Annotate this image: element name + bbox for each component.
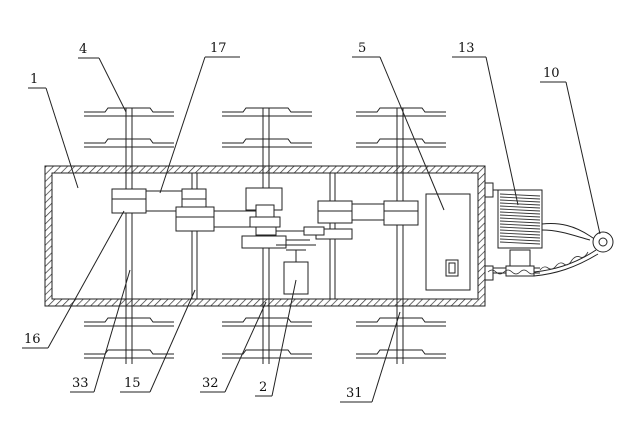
label-13: 13 — [458, 41, 475, 56]
belt-right-lower — [241, 226, 353, 249]
winch-drum-13 — [497, 189, 543, 277]
label-1: 1 — [30, 72, 38, 87]
tines-shaft-33 — [84, 107, 174, 359]
label-31: 31 — [346, 386, 363, 401]
label-10: 10 — [543, 66, 560, 81]
shaft-33 — [125, 108, 133, 364]
label-4: 4 — [79, 42, 87, 57]
belt-right-upper — [317, 200, 419, 226]
central-gearbox — [245, 187, 283, 236]
label-5: 5 — [358, 41, 366, 56]
pulley-center-left — [175, 206, 256, 232]
leader-lines — [22, 56, 601, 403]
pulley-10 — [592, 231, 614, 253]
control-box-5 — [425, 193, 471, 291]
label-33: 33 — [72, 376, 89, 391]
label-16: 16 — [24, 332, 41, 347]
motor-2 — [283, 249, 309, 295]
tines-shaft-32 — [222, 107, 312, 359]
label-15: 15 — [124, 376, 141, 391]
label-32: 32 — [202, 376, 219, 391]
label-17: 17 — [210, 41, 227, 56]
label-2: 2 — [259, 380, 267, 395]
tines-shaft-31 — [356, 107, 446, 359]
